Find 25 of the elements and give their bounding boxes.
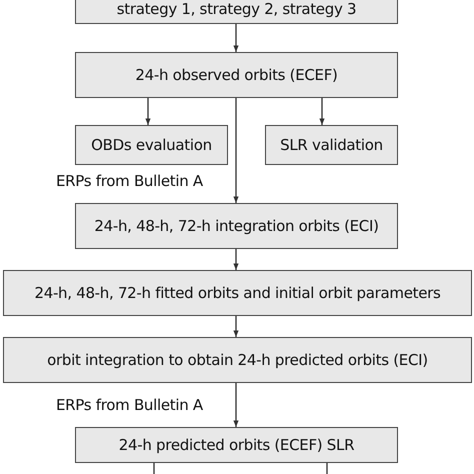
process-box	[3, 337, 472, 383]
process-box	[75, 125, 228, 165]
arrow	[233, 316, 239, 337]
box-text: 24-h observed orbits (ECEF)	[135, 66, 338, 84]
arrow	[233, 249, 239, 270]
box-text: orbit integration to obtain 24-h predicted orbits (ECI)	[47, 351, 428, 369]
process-box	[75, 427, 398, 463]
box-text: 24-h, 48-h, 72-h fitted orbits and initial orbit parameters	[34, 284, 441, 302]
arrow	[145, 98, 151, 125]
arrow	[233, 383, 239, 427]
arrow	[319, 98, 325, 125]
arrow	[233, 98, 239, 203]
annotation-text: ERPs from Bulletin A	[56, 172, 203, 190]
box-text: strategy 1, strategy 2, strategy 3	[116, 0, 356, 18]
box-text: 24-h predicted orbits (ECEF) SLR	[118, 436, 354, 454]
annotation-text: ERPs from Bulletin A	[56, 396, 203, 414]
process-box	[75, 52, 398, 98]
box-text: OBDs evaluation	[91, 136, 212, 154]
process-box	[75, 0, 398, 24]
arrow	[233, 24, 239, 52]
process-box	[265, 125, 398, 165]
process-box	[75, 203, 398, 249]
process-box	[3, 270, 472, 316]
box-text: 24-h, 48-h, 72-h integration orbits (ECI)	[94, 217, 379, 235]
box-text: SLR validation	[280, 136, 383, 154]
